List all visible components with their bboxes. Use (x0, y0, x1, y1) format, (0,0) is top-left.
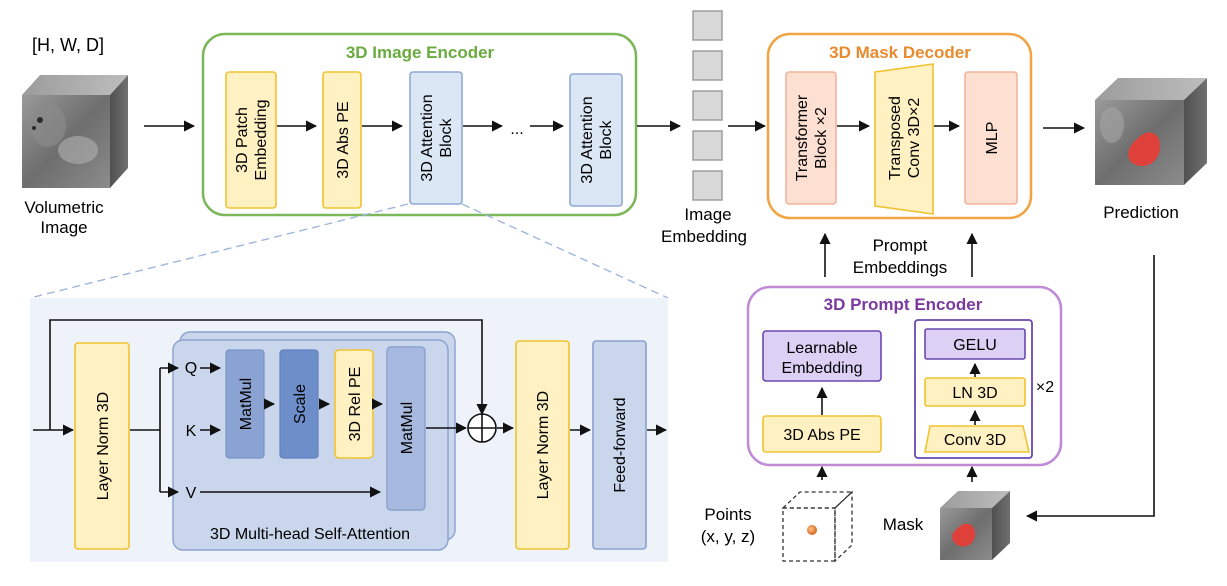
points-cube (781, 490, 854, 563)
transformer-line2: Block ×2 (813, 107, 830, 169)
relpe-label: 3D Rel PE (347, 367, 364, 442)
prediction-cube (1095, 78, 1207, 185)
mask-cube (940, 491, 1010, 560)
arrow-prediction-to-mask (1025, 255, 1155, 522)
gelu-label: GELU (953, 337, 997, 354)
abs-pe-block (322, 71, 362, 209)
residual-add-icon (467, 413, 497, 443)
scale-label: Scale (292, 384, 309, 424)
conv3d-block (924, 425, 1031, 453)
prediction-mask-overlay (1128, 132, 1160, 166)
mlp-label: MLP (984, 122, 1001, 155)
image-embedding-line1: Image (684, 205, 731, 224)
transformer-block (785, 71, 837, 205)
mhsa-caption: 3D Multi-head Self-Attention (210, 526, 410, 543)
scale-block (279, 349, 319, 459)
abs-pe-label: 3D Abs PE (335, 101, 352, 178)
input-dims-label: [H, W, D] (32, 35, 104, 55)
residual-connection (49, 319, 488, 430)
input-caption-line2: Image (40, 218, 87, 237)
layernorm1-block (74, 342, 130, 550)
prediction-caption: Prediction (1103, 203, 1179, 222)
ffn-label: Feed-forward (612, 397, 629, 492)
input-volume-cube (22, 75, 128, 188)
prompt-embeddings-line1: Prompt (873, 236, 928, 255)
mlp-block (964, 71, 1018, 205)
mask-decoder-title: 3D Mask Decoder (829, 43, 971, 62)
transposed-conv-block (874, 63, 934, 215)
layernorm2-block (515, 340, 570, 550)
layernorm2-label: Layer Norm 3D (535, 391, 552, 499)
matmul1-label: MatMul (238, 378, 255, 430)
prompt-embeddings-line2: Embeddings (853, 258, 948, 277)
image-embedding-tokens (692, 10, 723, 201)
prompt-abs-pe-block (762, 415, 882, 453)
patch-embedding-block (225, 71, 277, 209)
attention-block-1-line2: Block (438, 117, 455, 157)
encoder-ellipsis: ... (510, 121, 523, 138)
transposed-line2: Conv 3D×2 (906, 98, 923, 179)
ln3d-label: LN 3D (952, 385, 997, 402)
attention-block-2-line1: 3D Attention (579, 96, 596, 183)
attention-block-2 (569, 73, 623, 207)
prompt-encoder-title: 3D Prompt Encoder (824, 295, 983, 314)
attention-block-2-line2: Block (598, 119, 615, 159)
v-label: V (186, 485, 197, 502)
mask-branch-repeat: ×2 (1036, 379, 1054, 396)
point-marker (807, 525, 817, 535)
mask-overlay (952, 523, 976, 547)
patch-embedding-line2: Embedding (253, 100, 270, 181)
points-line1: Points (704, 505, 751, 524)
matmul2-label: MatMul (399, 402, 416, 454)
conv3d-label: Conv 3D (944, 432, 1006, 449)
learnable-line2: Embedding (782, 360, 863, 377)
k-label: K (186, 423, 197, 440)
attention-block-1 (409, 71, 463, 205)
ffn-block (592, 340, 647, 550)
layernorm1-label: Layer Norm 3D (95, 392, 112, 500)
image-encoder-title: 3D Image Encoder (346, 43, 495, 62)
input-caption-line1: Volumetric (24, 198, 104, 217)
learnable-line1: Learnable (786, 340, 857, 357)
zoom-line-right (461, 203, 669, 299)
mask-label: Mask (883, 515, 924, 534)
q-label: Q (185, 360, 197, 377)
transposed-line1: Transposed (887, 96, 904, 180)
learnable-embedding-block (762, 330, 882, 382)
patch-embedding-line1: 3D Patch (234, 107, 251, 173)
points-line2: (x, y, z) (701, 527, 755, 546)
image-embedding-line2: Embedding (661, 227, 747, 246)
gelu-block (924, 328, 1026, 360)
prompt-abs-pe-label: 3D Abs PE (783, 427, 860, 444)
transformer-line1: Transformer (794, 94, 811, 181)
matmul2-block (386, 346, 426, 511)
ln3d-block (924, 377, 1026, 407)
attention-block-1-line1: 3D Attention (419, 94, 436, 181)
